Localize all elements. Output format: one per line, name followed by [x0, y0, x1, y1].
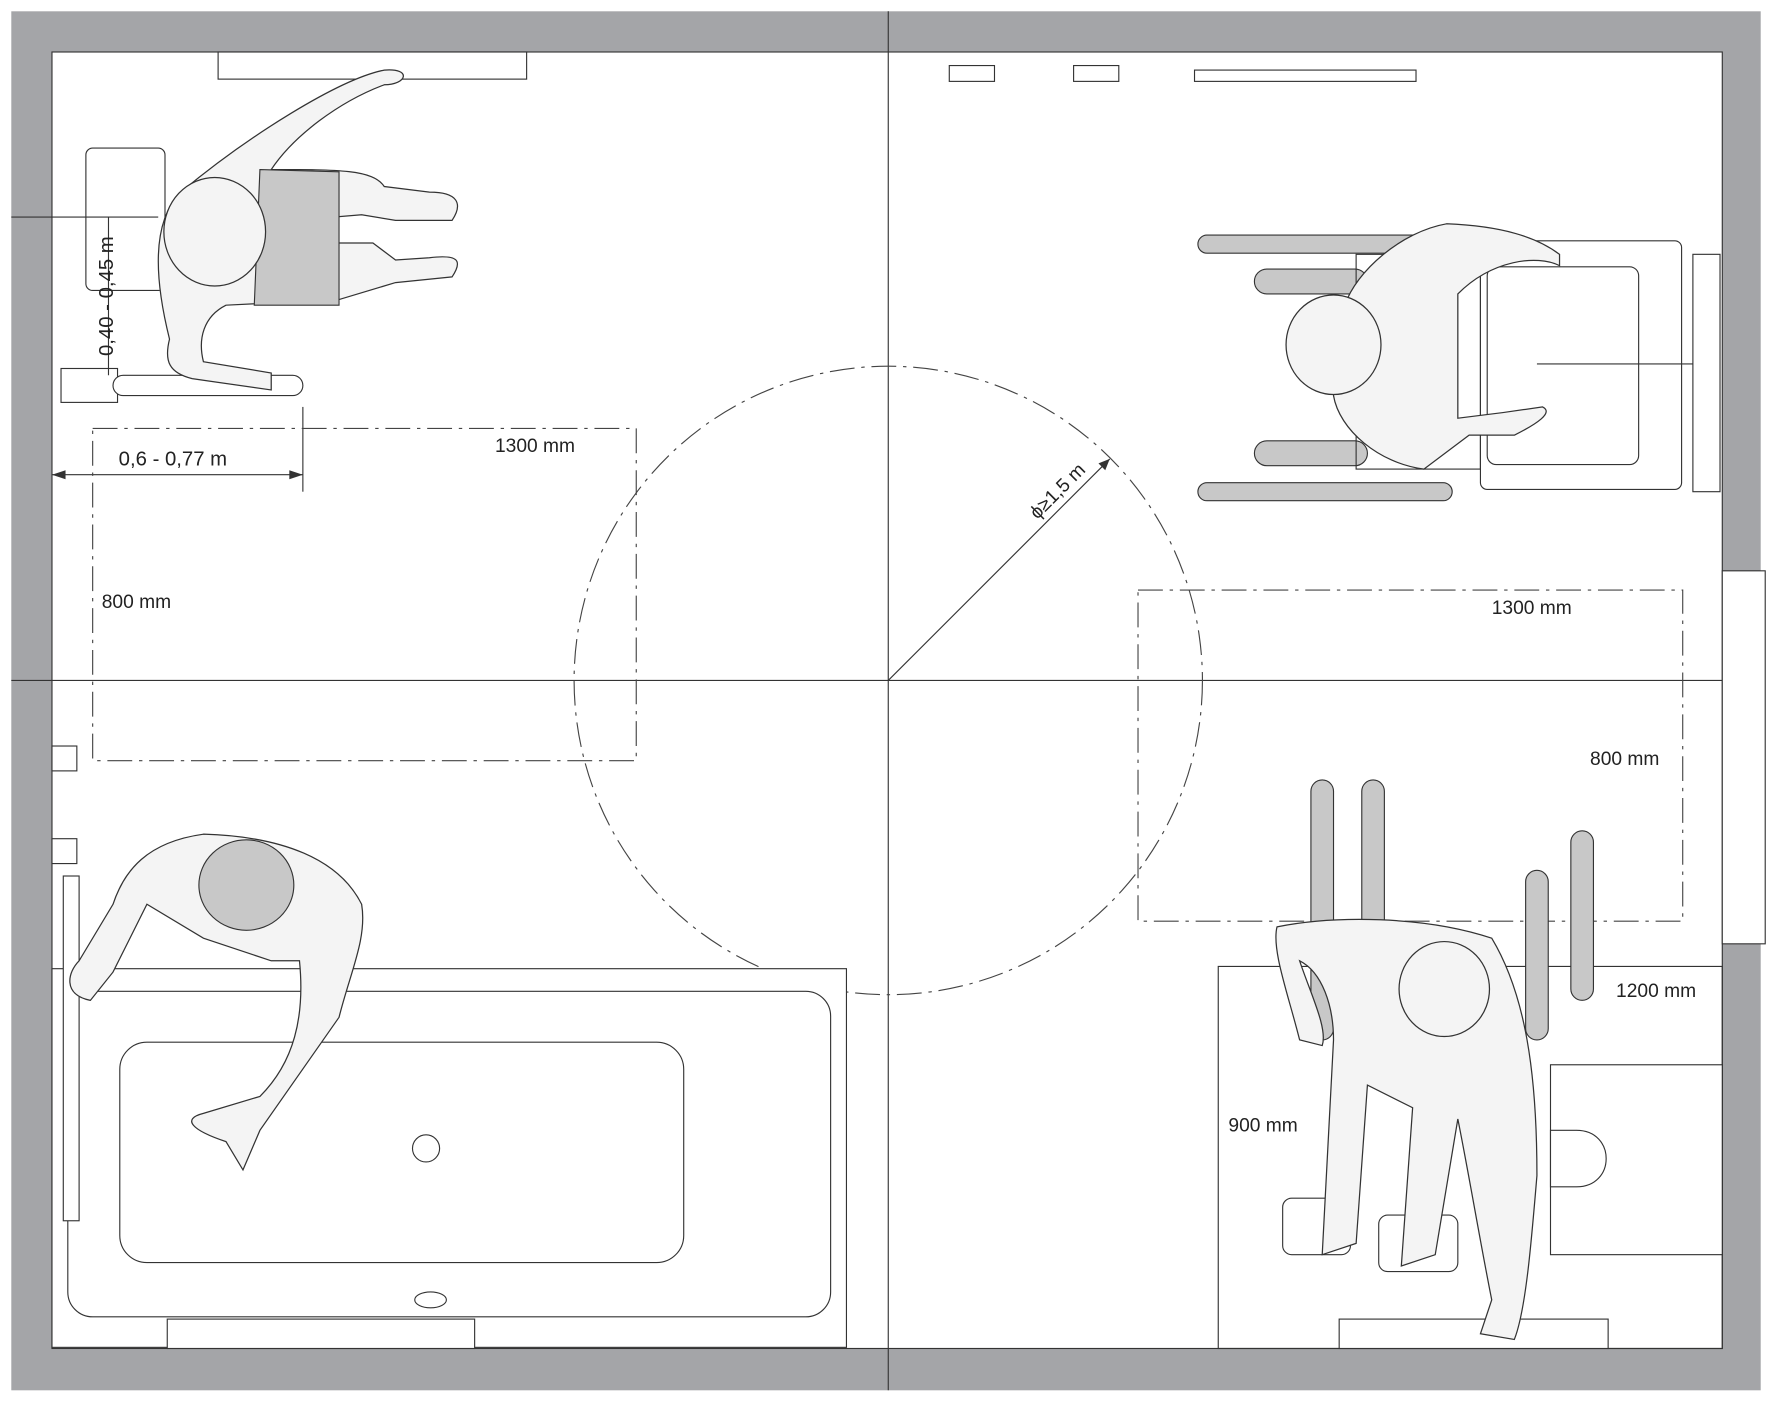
tl-width-label: 1300 mm: [495, 436, 575, 457]
person-wheelchair-icon: [1332, 223, 1561, 470]
head-icon: [163, 176, 267, 287]
overflow-icon: [414, 1291, 447, 1309]
br-depth-label: 900 mm: [1228, 1115, 1297, 1136]
person-standing-icon: [69, 833, 364, 1172]
wheelchair-icon: [1197, 234, 1481, 502]
tl-depth-label: 800 mm: [102, 592, 171, 613]
tr-width-label: 1300 mm: [1492, 598, 1572, 619]
head-icon: [1285, 294, 1382, 396]
head-icon: [1398, 940, 1491, 1038]
toilet-zone: 0,40 - 0,45 m 0,6 - 0,77 m 1300 mm 800 m…: [11, 51, 637, 762]
tr-depth-label: 800 mm: [1590, 749, 1659, 770]
radius-line: [887, 458, 1111, 681]
br-width-label: 1200 mm: [1616, 981, 1696, 1002]
toilet-icon: [1549, 1129, 1607, 1188]
toilet-wheelchair-zone: 1200 mm 900 mm: [1217, 779, 1723, 1350]
drain-icon: [411, 1134, 441, 1163]
transfer-area: [92, 427, 637, 762]
head-icon: [198, 839, 295, 931]
grab-distance-label: 0,6 - 0,77 m: [119, 449, 227, 471]
faucet-mount-icon: [1692, 253, 1721, 493]
towel-rail-icon: [1193, 69, 1417, 82]
bathtub-zone: [51, 745, 848, 1350]
washbasin-zone: 1300 mm 800 mm: [948, 64, 1721, 922]
grab-bar-bottom-icon: [166, 1318, 476, 1350]
door-opening: [1721, 570, 1766, 945]
grab-height-label: 0,40 - 0,45 m: [96, 236, 118, 356]
grab-bar-icon: [1338, 1318, 1609, 1350]
bathtub-basin: [119, 1041, 685, 1264]
turning-circle: [573, 365, 1203, 996]
wall-grab-bar-icon: [62, 875, 80, 1222]
